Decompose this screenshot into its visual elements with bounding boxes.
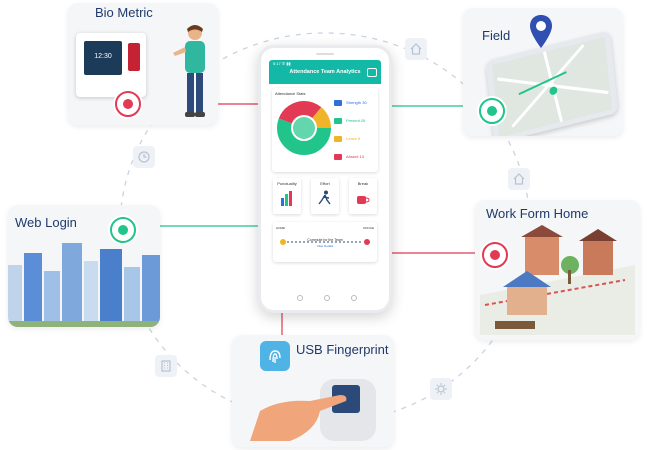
stat-absent: Absent 13 xyxy=(334,152,380,162)
phone-map xyxy=(485,30,619,136)
commute-route xyxy=(280,239,370,245)
commute-office-label: OFFICE xyxy=(363,226,374,230)
commute-text: Commute for the Team xyxy=(307,238,343,242)
leave-icon xyxy=(334,136,342,142)
menu-button[interactable] xyxy=(367,68,377,77)
usb-fingerprint-title: USB Fingerprint xyxy=(296,342,389,357)
strength-icon xyxy=(334,100,342,106)
stat-label: Present 26 xyxy=(346,118,366,123)
commute-details-link[interactable]: View Details xyxy=(316,244,334,248)
bio-metric-title: Bio Metric xyxy=(95,5,153,20)
location-pin-icon xyxy=(529,14,553,50)
home-button[interactable] xyxy=(324,295,330,301)
web-login-target-icon xyxy=(108,215,138,245)
stat-leave: Leave 8 xyxy=(334,134,380,144)
work-from-home-title: Work Form Home xyxy=(486,206,589,221)
wfh-target-icon xyxy=(480,240,510,270)
effort-card[interactable]: Effort xyxy=(311,178,339,214)
back-button[interactable] xyxy=(297,295,303,301)
runner-icon xyxy=(318,190,331,205)
break-card[interactable]: Break xyxy=(349,178,377,214)
stat-label: Absent 13 xyxy=(346,154,365,159)
city-skyline xyxy=(8,243,160,327)
break-label: Break xyxy=(357,181,369,186)
phone-speaker xyxy=(316,53,334,55)
commute-panel[interactable]: HOME OFFICE Commute for the Team View De… xyxy=(273,222,377,262)
stat-label: Leave 8 xyxy=(346,136,361,141)
app-title: Attendance Team Analytics xyxy=(289,69,361,75)
phone-mockup: 5:17 ✆ ▮▮ Attendance Team Analytics Atte… xyxy=(258,45,392,313)
web-login-card[interactable] xyxy=(8,205,160,327)
hand-scanner-illustration xyxy=(250,379,376,441)
work-from-home-card[interactable] xyxy=(475,200,640,340)
gear-icon xyxy=(430,378,452,400)
recent-button[interactable] xyxy=(351,295,357,301)
biometric-device: 12:30 xyxy=(76,33,146,97)
absent-icon xyxy=(334,154,342,160)
attendance-stats-title: Attendance Stats xyxy=(275,91,306,96)
punctuality-label: Punctuality xyxy=(277,181,297,186)
attendance-stats-panel: Attendance Stats Strength 30 Present 26 … xyxy=(272,88,378,172)
home-icon xyxy=(508,168,530,190)
clock-icon xyxy=(133,146,155,168)
present-icon xyxy=(334,118,342,124)
commute-home-label: HOME xyxy=(276,226,285,230)
stat-present: Present 26 xyxy=(334,116,380,126)
fingerprint-scanner xyxy=(128,43,140,71)
neighborhood-illustration xyxy=(480,225,635,335)
biometric-target-icon xyxy=(113,89,143,119)
building-icon xyxy=(155,355,177,377)
device-time: 12:30 xyxy=(94,53,112,60)
phone-screen: 5:17 ✆ ▮▮ Attendance Team Analytics Atte… xyxy=(269,60,381,282)
device-screen: 12:30 xyxy=(84,41,122,75)
stat-label: Strength 30 xyxy=(346,100,367,105)
punctuality-card[interactable]: Punctuality xyxy=(273,178,301,214)
field-target-icon xyxy=(477,96,507,126)
effort-label: Effort xyxy=(320,181,330,186)
house-icon xyxy=(405,38,427,60)
fingerprint-icon xyxy=(260,341,290,371)
stat-strength: Strength 30 xyxy=(334,98,380,108)
status-bar: 5:17 ✆ ▮▮ xyxy=(273,61,291,66)
app-bar: 5:17 ✆ ▮▮ Attendance Team Analytics xyxy=(269,60,381,84)
attendance-donut-chart xyxy=(277,101,331,155)
coffee-icon xyxy=(357,196,370,204)
usb-fingerprint-card[interactable] xyxy=(232,335,394,447)
field-title: Field xyxy=(482,28,511,43)
bar-chart-icon xyxy=(281,191,292,206)
web-login-title: Web Login xyxy=(15,215,77,230)
bio-metric-card[interactable]: 12:30 xyxy=(68,3,218,125)
person-illustration xyxy=(173,23,213,121)
field-card[interactable] xyxy=(463,8,623,136)
